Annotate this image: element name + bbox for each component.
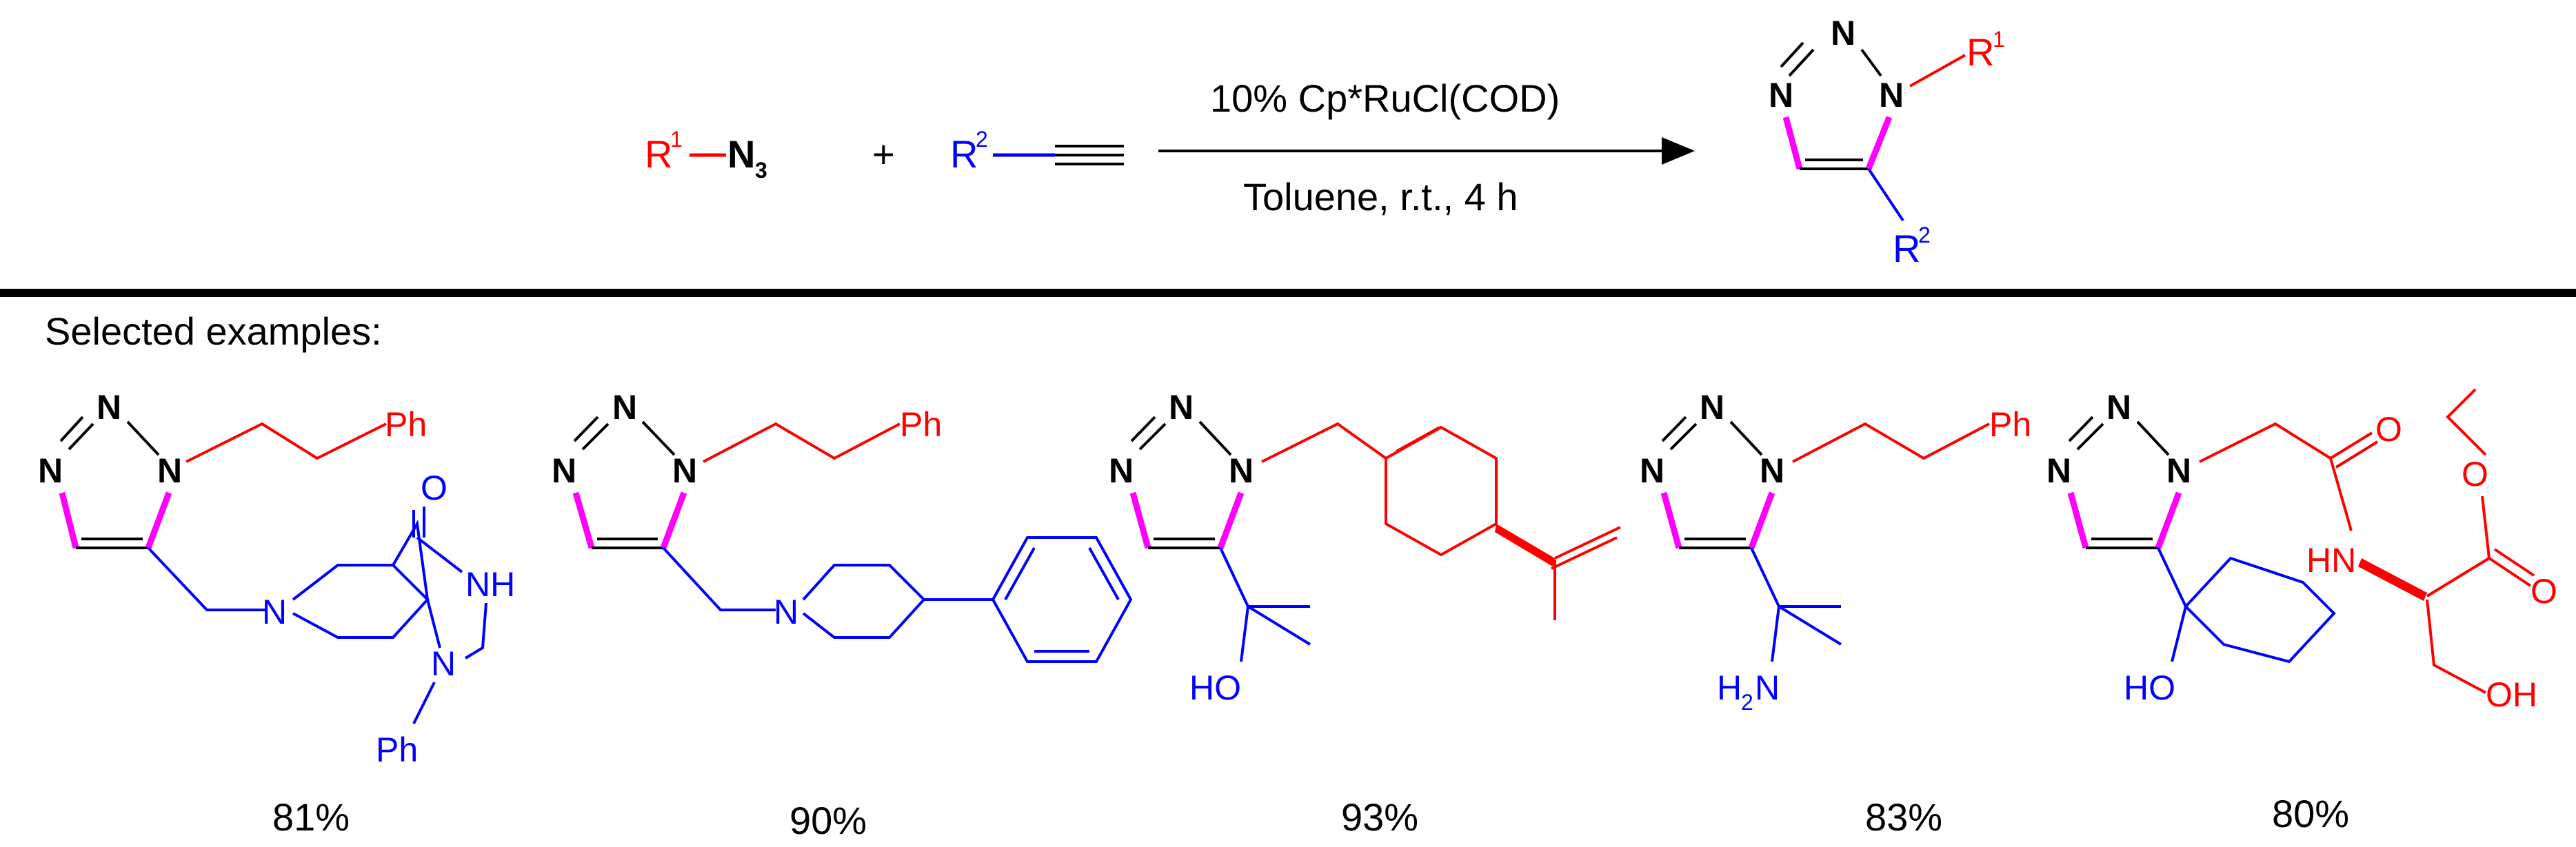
example-2: N N N Ph N 90% — [552, 388, 1133, 842]
example-5: N N N O HN O O OH HO 80% — [2046, 388, 2557, 835]
svg-text:OH: OH — [2486, 675, 2537, 714]
yield-4: 83% — [1865, 795, 1942, 839]
svg-text:O: O — [2530, 572, 2557, 611]
example-1: N N N Ph N O NH N Ph 81% — [38, 388, 515, 839]
svg-text:HN: HN — [2306, 541, 2356, 580]
svg-text:H: H — [1717, 669, 1742, 707]
svg-text:N: N — [552, 451, 576, 490]
svg-text:Ph: Ph — [900, 405, 942, 444]
svg-text:N: N — [1109, 451, 1134, 490]
azide-reactant: R 1 N 3 — [645, 127, 767, 183]
svg-text:O: O — [2462, 455, 2488, 493]
svg-text:N: N — [774, 593, 798, 631]
reaction-arrow: 10% Cp*RuCl(COD) Toluene, r.t., 4 h — [1158, 76, 1695, 218]
yield-5: 80% — [2272, 792, 2349, 835]
svg-text:O: O — [2375, 410, 2402, 449]
svg-text:N: N — [1700, 388, 1724, 427]
azide-n3-sub: 3 — [755, 158, 767, 183]
product-triazole: N N N R 1 R 2 — [1769, 14, 2005, 270]
svg-text:N: N — [1755, 669, 1780, 707]
svg-text:N: N — [1879, 76, 1904, 114]
svg-text:N: N — [38, 451, 63, 490]
svg-text:N: N — [1640, 451, 1664, 490]
plus-sign: + — [872, 132, 895, 176]
svg-text:Ph: Ph — [376, 731, 418, 769]
svg-text:N: N — [1229, 451, 1254, 490]
svg-text:HO: HO — [2124, 669, 2175, 707]
alkyne-r-sup: 2 — [976, 127, 988, 152]
svg-text:N: N — [1169, 388, 1194, 427]
svg-text:2: 2 — [1741, 690, 1753, 715]
svg-text:N: N — [157, 451, 182, 490]
yield-2: 90% — [789, 799, 867, 842]
section-label: Selected examples: — [45, 309, 382, 353]
svg-text:N: N — [2046, 451, 2071, 490]
alkyne-r: R — [950, 132, 978, 176]
svg-text:N: N — [1831, 14, 1855, 52]
svg-text:O: O — [421, 469, 447, 507]
azide-n3: N — [727, 132, 755, 176]
svg-text:1: 1 — [1993, 27, 2005, 52]
svg-text:N: N — [672, 451, 697, 490]
svg-text:R: R — [1966, 30, 1994, 74]
svg-text:N: N — [612, 388, 637, 427]
svg-text:HO: HO — [1189, 669, 1241, 707]
svg-text:NH: NH — [465, 565, 515, 604]
svg-text:N: N — [97, 388, 121, 427]
svg-text:Ph: Ph — [385, 405, 427, 444]
svg-text:N: N — [2106, 388, 2131, 427]
svg-text:R: R — [1893, 227, 1920, 270]
svg-text:N: N — [1760, 451, 1784, 490]
azide-r-sup: 1 — [670, 127, 683, 152]
conditions-top: 10% Cp*RuCl(COD) — [1210, 76, 1560, 120]
svg-text:N: N — [262, 593, 287, 631]
svg-text:2: 2 — [1918, 223, 1931, 247]
example-3: N N N HO 93% — [1109, 388, 1621, 839]
svg-text:Ph: Ph — [1989, 405, 2031, 444]
alkyne-reactant: R 2 — [950, 127, 1124, 176]
svg-text:N: N — [2166, 451, 2191, 490]
yield-3: 93% — [1341, 795, 1418, 839]
azide-r: R — [645, 132, 672, 176]
yield-1: 81% — [272, 795, 350, 839]
svg-text:N: N — [431, 644, 456, 683]
svg-text:N: N — [1769, 76, 1793, 114]
example-4: N N N Ph H 2 N 83% — [1640, 388, 2031, 839]
conditions-bottom: Toluene, r.t., 4 h — [1243, 175, 1518, 218]
